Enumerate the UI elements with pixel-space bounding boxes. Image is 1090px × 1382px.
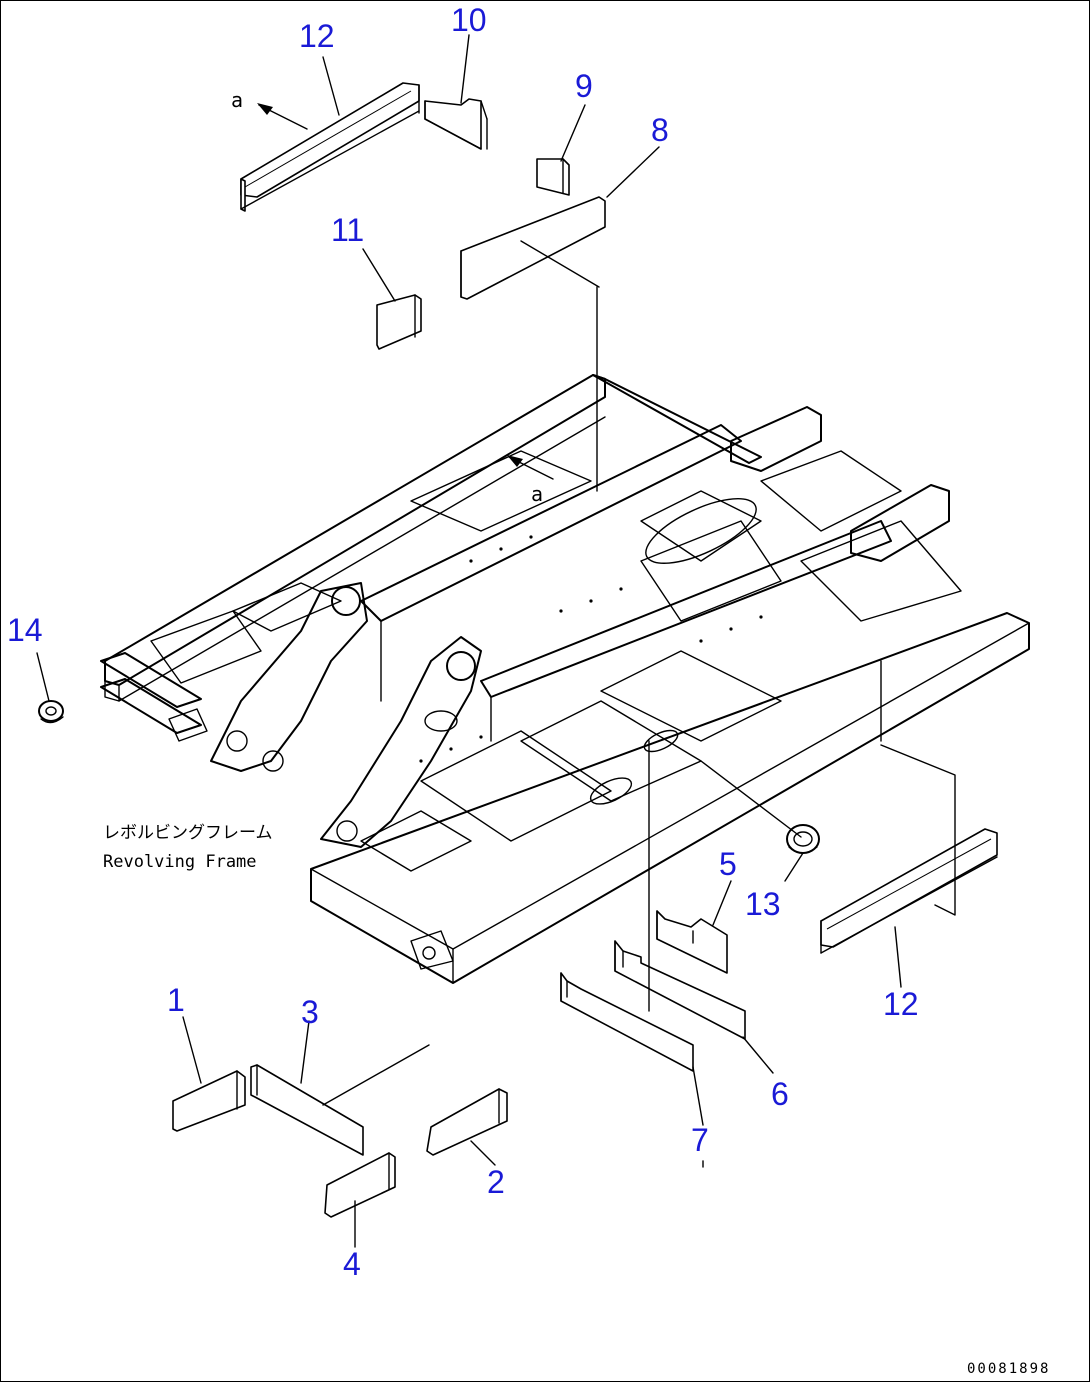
document-id: 00081898 [967, 1361, 1050, 1377]
frame-label-jp: レボルビングフレーム [103, 823, 273, 843]
part-6 [614, 940, 746, 1040]
callout-numbers: 12 10 9 8 11 14 13 5 12 1 3 6 7 2 4 [7, 2, 919, 1282]
part-2 [426, 1088, 508, 1156]
callout-4: 4 [343, 1246, 361, 1282]
callout-10: 10 [451, 2, 487, 38]
callout-11: 11 [331, 212, 364, 248]
callout-13: 13 [745, 886, 781, 922]
part-10 [424, 98, 488, 150]
revolving-frame: a [100, 374, 1030, 984]
view-marker-a-frame: a [531, 482, 543, 506]
part-14 [38, 700, 64, 724]
callout-12-bottom: 12 [883, 986, 919, 1022]
view-marker-a: a [231, 88, 243, 112]
part-12-bottom [820, 828, 998, 954]
callout-7: 7 [691, 1122, 709, 1158]
leader-lines [36, 34, 956, 1248]
callout-5: 5 [719, 846, 737, 882]
part-12-top [240, 82, 420, 212]
callout-6: 6 [771, 1076, 789, 1112]
part-3 [250, 1064, 364, 1156]
callout-8: 8 [651, 112, 669, 148]
part-4 [324, 1152, 396, 1218]
frame-label-en: Revolving Frame [103, 852, 257, 872]
callout-2: 2 [487, 1164, 505, 1200]
callout-1: 1 [167, 982, 185, 1018]
callout-3: 3 [301, 994, 319, 1030]
part-8 [460, 196, 606, 300]
callout-12-top: 12 [299, 18, 335, 54]
callout-14: 14 [7, 612, 43, 648]
part-5 [656, 910, 728, 974]
callout-9: 9 [575, 68, 593, 104]
view-arrow-a-top: a [231, 88, 308, 130]
part-1 [172, 1070, 246, 1132]
part-9 [536, 158, 570, 196]
part-11 [376, 294, 422, 350]
part-7 [560, 972, 694, 1072]
